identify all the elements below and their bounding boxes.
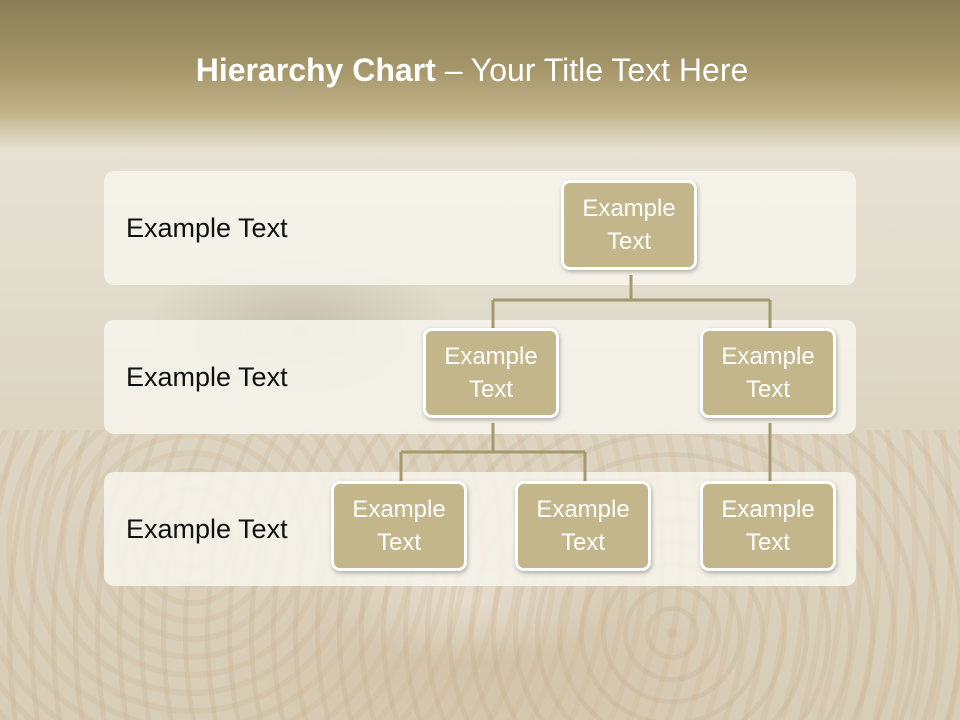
slide-title: Hierarchy Chart – Your Title Text Here (0, 52, 944, 89)
connector-left-to-level3 (399, 423, 587, 481)
level-label-1: Example Text (126, 213, 288, 243)
node-level2-left-line1: Example (444, 343, 538, 370)
level-label-3: Example Text (126, 514, 288, 544)
node-level3-a-line1: Example (352, 496, 446, 523)
level-band-1: Example Text (104, 171, 856, 285)
node-level3-c-line1: Example (721, 496, 815, 523)
level-label-2: Example Text (126, 362, 288, 392)
node-level2-right-line2: Text (745, 376, 790, 403)
node-level3-b-line1: Example (536, 496, 630, 523)
node-level3-c-line2: Text (745, 529, 790, 556)
node-level3-a-line2: Text (376, 529, 421, 556)
title-band (0, 0, 960, 150)
node-root-line1: Example (582, 195, 676, 222)
node-root-line2: Text (606, 228, 651, 255)
title-rest: – Your Title Text Here (435, 52, 749, 88)
node-level2-left-line2: Text (468, 376, 513, 403)
title-bold: Hierarchy Chart (195, 52, 436, 88)
node-level3-b-line2: Text (560, 529, 605, 556)
connector-root-to-level2 (491, 275, 772, 329)
node-level2-right-line1: Example (721, 343, 815, 370)
